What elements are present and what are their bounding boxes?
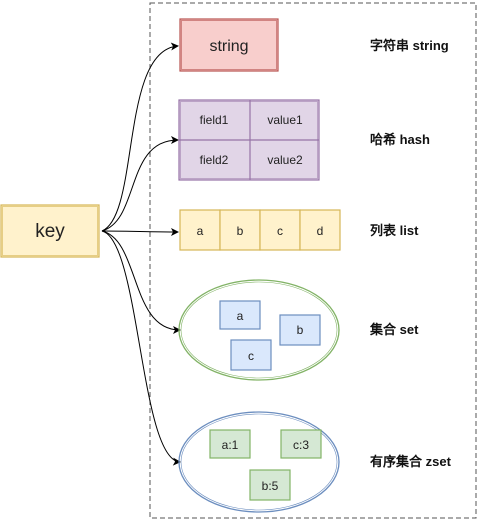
hash-value-1: value1 — [267, 113, 303, 127]
arrow-to-set — [101, 230, 181, 334]
connectors — [101, 42, 181, 466]
zset-member-label: a:1 — [222, 438, 239, 452]
key-label: key — [35, 221, 65, 242]
set-member: b — [279, 314, 321, 346]
string-node: string — [179, 18, 279, 72]
arrow-to-zset — [101, 230, 181, 466]
hash-type-label: 哈希 hash — [370, 132, 430, 147]
zset-member-label: c:3 — [293, 438, 309, 452]
zset-member: b:5 — [249, 469, 291, 501]
list-node: a b c d — [179, 209, 341, 251]
set-member-label: c — [248, 349, 254, 363]
string-value: string — [209, 38, 248, 55]
zset-node: a:1 c:3 b:5 — [178, 411, 340, 513]
hash-field-1: field1 — [200, 113, 229, 127]
set-member: a — [219, 300, 261, 330]
set-type-label: 集合 set — [369, 322, 419, 337]
list-item: b — [237, 224, 244, 238]
list-item: d — [317, 224, 324, 238]
set-node: a b c — [178, 279, 340, 381]
set-member-label: b — [297, 323, 304, 337]
list-type-label: 列表 list — [370, 223, 419, 238]
set-member: c — [230, 339, 272, 371]
arrow-to-list — [101, 227, 179, 236]
arrow-to-string — [101, 42, 179, 232]
hash-table: field1 value1 field2 value2 — [178, 99, 320, 181]
zset-type-label: 有序集合 zset — [370, 454, 452, 469]
zset-member: a:1 — [209, 429, 251, 459]
hash-value-2: value2 — [267, 153, 303, 167]
string-type-label: 字符串 string — [370, 38, 449, 53]
zset-member: c:3 — [280, 429, 322, 459]
list-item: a — [197, 224, 204, 238]
set-member-label: a — [237, 309, 244, 323]
hash-field-2: field2 — [200, 153, 229, 167]
list-item: c — [277, 224, 283, 238]
zset-member-label: b:5 — [262, 479, 279, 493]
arrow-to-hash — [101, 136, 179, 232]
key-node: key — [0, 204, 100, 258]
types-container — [149, 2, 477, 519]
